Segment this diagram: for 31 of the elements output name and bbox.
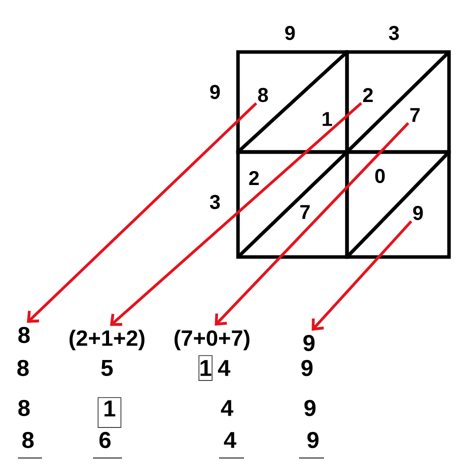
header-digit: 9	[210, 84, 220, 100]
result-digit: 8	[18, 326, 30, 344]
result-digit: 4	[224, 432, 236, 448]
cell-digit: 2	[363, 88, 373, 102]
result-digit: 4	[220, 400, 234, 416]
arrow	[312, 220, 412, 331]
result-digit: 9	[307, 432, 319, 448]
boxed-digit: 1	[198, 355, 212, 381]
result-digit: 9	[304, 400, 316, 416]
header-digit: 3	[210, 194, 220, 210]
cell-digit: 7	[300, 205, 310, 219]
cell-digit: 1	[322, 112, 332, 126]
header-digit: 3	[388, 26, 399, 40]
result-digit: 9	[303, 334, 315, 352]
arrow	[214, 122, 410, 326]
cell-digit: 9	[413, 206, 423, 220]
result-digit: 8	[22, 432, 34, 448]
cell-digit: 8	[258, 88, 268, 102]
sum-expression: (7+0+7)	[174, 330, 250, 350]
boxed-digit: 1	[98, 397, 122, 428]
result-digit: 8	[17, 360, 29, 376]
result-digit: 9	[301, 360, 313, 376]
sum-expression: (2+1+2)	[70, 330, 144, 350]
cell-digit: 7	[410, 108, 420, 122]
cell-digit: 2	[249, 171, 259, 185]
header-digit: 9	[285, 26, 295, 40]
result-digit: 8	[18, 400, 30, 416]
result-digit: 5	[101, 360, 113, 376]
arrow	[26, 102, 258, 323]
cell-digit: 0	[375, 168, 385, 184]
arrow	[110, 102, 362, 326]
